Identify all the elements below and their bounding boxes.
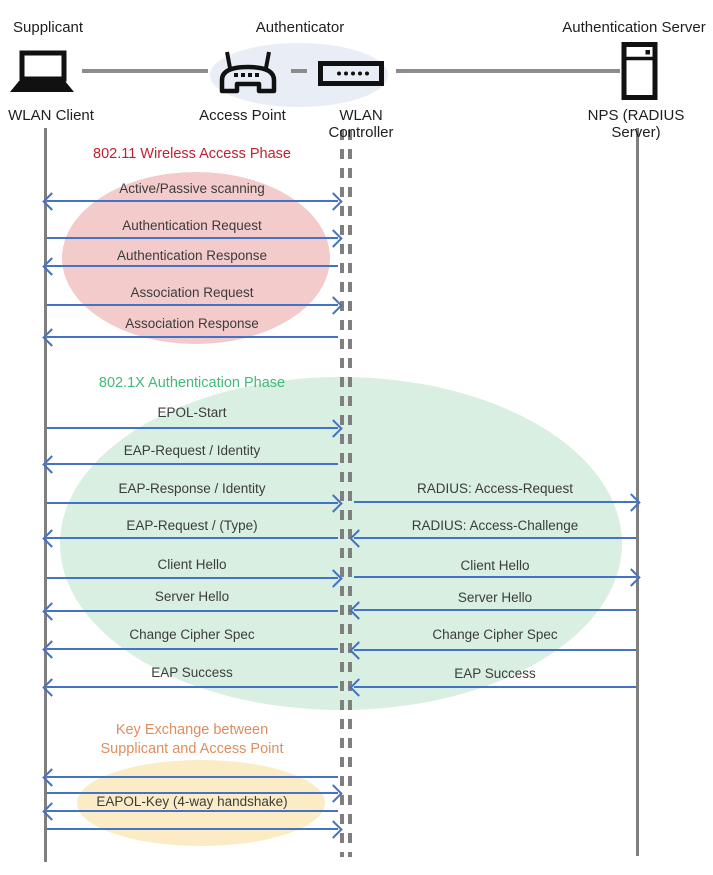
phase3-title-line2: Supplicant and Access Point bbox=[100, 741, 284, 757]
arrow-eap-success-right bbox=[354, 686, 636, 689]
arrow-server-hello-left bbox=[47, 610, 338, 613]
arrow-change-cipher-spec-left bbox=[47, 648, 338, 651]
arrow-eapol-key-msg1 bbox=[47, 776, 338, 779]
authenticator-group-ellipse bbox=[210, 43, 388, 107]
role-label-authenticator: Authenticator bbox=[255, 19, 345, 36]
arrow-eapol-key-msg2 bbox=[47, 792, 338, 795]
arrow-association-request bbox=[47, 304, 338, 307]
message-label-eap-success-right: EAP Success bbox=[454, 666, 536, 681]
message-label-radius-access-request: RADIUS: Access-Request bbox=[416, 481, 574, 496]
arrow-server-hello-right bbox=[354, 609, 636, 612]
wlan-controller-lifeline-dash-2 bbox=[348, 130, 352, 857]
message-label-server-hello-right: Server Hello bbox=[457, 590, 533, 605]
message-label-active-passive-scanning: Active/Passive scanning bbox=[119, 181, 265, 196]
arrow-client-hello-right bbox=[354, 576, 636, 579]
message-label-association-request: Association Request bbox=[130, 285, 254, 300]
role-label-supplicant: Supplicant bbox=[13, 19, 84, 36]
arrow-authentication-request bbox=[47, 237, 338, 240]
arrow-association-response bbox=[47, 336, 338, 339]
arrow-eapol-key-msg4 bbox=[47, 828, 338, 831]
device-label-nps-radius-server: NPS (RADIUS Server) bbox=[587, 107, 685, 141]
arrow-change-cipher-spec-right bbox=[354, 649, 636, 652]
message-label-server-hello-left: Server Hello bbox=[154, 589, 230, 604]
auth-server-lifeline bbox=[636, 128, 639, 856]
message-label-authentication-response: Authentication Response bbox=[116, 248, 268, 263]
arrow-authentication-response bbox=[47, 265, 338, 268]
role-label-authentication-server: Authentication Server bbox=[562, 19, 706, 36]
phase3-title-line1: Key Exchange between bbox=[115, 722, 269, 738]
message-label-authentication-request: Authentication Request bbox=[122, 218, 262, 233]
wlan-controller-lifeline-dash-1 bbox=[340, 130, 344, 857]
message-label-eap-request-identity: EAP-Request / Identity bbox=[123, 443, 261, 458]
connector-client-ap bbox=[82, 69, 208, 73]
arrow-radius-access-request bbox=[354, 501, 636, 504]
connector-ap-controller bbox=[291, 69, 307, 73]
server-icon bbox=[621, 42, 658, 100]
laptop-icon bbox=[10, 50, 74, 92]
message-label-association-response: Association Response bbox=[125, 316, 259, 331]
arrow-active-passive-scanning bbox=[47, 200, 338, 203]
message-label-eap-success-left: EAP Success bbox=[151, 665, 233, 680]
message-label-change-cipher-spec-right: Change Cipher Spec bbox=[432, 627, 558, 642]
phase3-ellipse bbox=[77, 760, 325, 846]
message-label-eap-response-identity: EAP-Response / Identity bbox=[118, 481, 266, 496]
message-label-eapol-key-handshake: EAPOL-Key (4-way handshake) bbox=[96, 794, 288, 809]
message-label-change-cipher-spec-left: Change Cipher Spec bbox=[129, 627, 255, 642]
connector-controller-server bbox=[396, 69, 620, 73]
arrow-radius-access-challenge bbox=[354, 537, 636, 540]
phase1-title: 802.11 Wireless Access Phase bbox=[93, 146, 291, 162]
arrow-client-hello-left bbox=[47, 577, 338, 580]
access-point-icon bbox=[219, 51, 277, 94]
device-label-wlan-client: WLAN Client bbox=[8, 107, 94, 124]
wlan-controller-icon bbox=[318, 61, 384, 86]
message-label-client-hello-right: Client Hello bbox=[460, 558, 530, 573]
phase2-title: 802.1X Authentication Phase bbox=[98, 375, 286, 391]
device-label-wlan-controller: WLAN Controller bbox=[328, 107, 394, 141]
arrow-eap-request-identity bbox=[47, 463, 338, 466]
arrow-eap-success-left bbox=[47, 686, 338, 689]
arrow-eapol-key-msg3 bbox=[47, 810, 338, 813]
arrow-epol-start bbox=[47, 427, 338, 430]
message-label-radius-access-challenge: RADIUS: Access-Challenge bbox=[411, 518, 579, 533]
message-label-epol-start: EPOL-Start bbox=[157, 405, 227, 420]
message-label-eap-request-type: EAP-Request / (Type) bbox=[126, 518, 258, 533]
arrow-eap-request-type bbox=[47, 537, 338, 540]
supplicant-lifeline bbox=[44, 128, 47, 862]
message-label-client-hello-left: Client Hello bbox=[157, 557, 227, 572]
device-label-access-point: Access Point bbox=[199, 107, 286, 124]
arrow-eap-response-identity bbox=[47, 502, 338, 505]
